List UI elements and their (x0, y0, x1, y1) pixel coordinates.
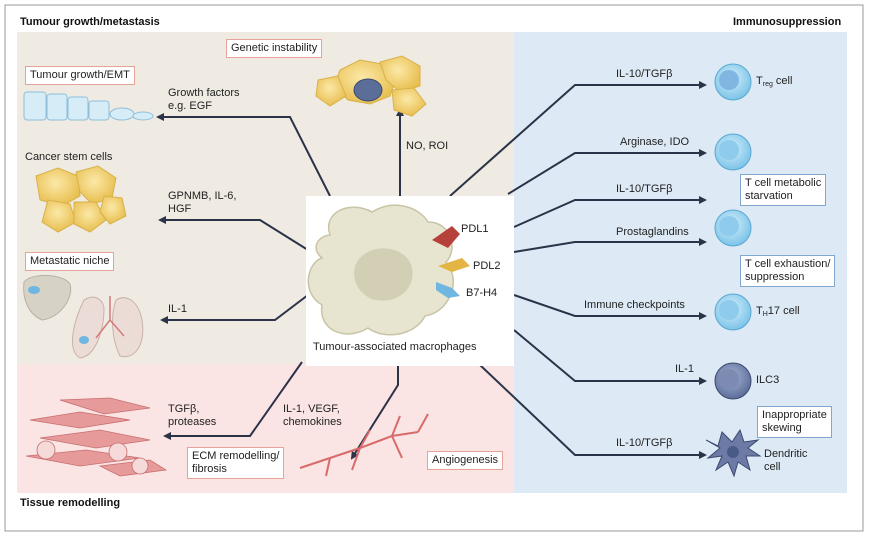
arrow-prostaglandins (513, 238, 707, 253)
treg-tail: cell (772, 75, 793, 87)
il10-label-2: IL-10/TGFβ (616, 183, 673, 195)
blood-vessels (299, 413, 429, 477)
t-cell-exhaustion (714, 209, 752, 247)
genetic-instability-label: Genetic instability (226, 39, 323, 58)
th17-main: T (756, 305, 763, 317)
th17-cell (714, 293, 752, 331)
pdl2-label: PDL2 (473, 260, 501, 272)
texh-label-1: T cell exhaustion/ (745, 258, 831, 270)
pdl2-receptor (438, 258, 470, 272)
cancer-stem-cells-cluster (35, 165, 127, 233)
il10-label-3: IL-10/TGFβ (616, 437, 673, 449)
b7h4-label: B7-H4 (466, 287, 498, 299)
arrow-gpnmb (158, 216, 309, 251)
arrow-treg (449, 81, 707, 197)
treg-cell (714, 63, 752, 101)
pdl1-label: PDL1 (461, 223, 489, 235)
immune-checkpoints-label: Immune checkpoints (584, 299, 685, 311)
t-cell-metabolic (714, 133, 752, 171)
gpnmb-label-2: HGF (168, 203, 192, 215)
t-cell-exhaustion-box: T cell exhaustion/ suppression (740, 255, 836, 287)
ecm-label-1: ECM remodelling/ (192, 450, 280, 462)
arginase-label: Arginase, IDO (620, 136, 690, 148)
pdl1-receptor (432, 226, 460, 248)
skew-label-2: skewing (762, 422, 802, 434)
arrow-il10-2 (513, 196, 707, 228)
texh-label-2: suppression (745, 271, 805, 283)
macrophage-nucleus (354, 248, 413, 301)
arrow-tgfb (163, 361, 303, 440)
b7h4-receptor (436, 282, 460, 298)
no-roi-label: NO, ROI (406, 140, 449, 152)
gpnmb-label-1: GPNMB, IL-6, (168, 190, 237, 202)
arrow-checkpoints (513, 294, 707, 320)
arrows (156, 81, 707, 460)
th17-sub: H (762, 311, 768, 318)
angiogenesis-label: Angiogenesis (427, 451, 504, 470)
ecm-remodelling-label: ECM remodelling/ fibrosis (187, 447, 285, 479)
skew-label-1: Inappropriate (762, 409, 827, 421)
inappropriate-skewing-box: Inappropriate skewing (757, 406, 832, 438)
growth-factors-label-1: Growth factors (168, 87, 240, 99)
t-cell-metabolic-box: T cell metabolic starvation (740, 174, 827, 206)
metastatic-niche-label: Metastatic niche (25, 252, 115, 271)
dendritic-label-2: cell (764, 461, 781, 473)
arrow-arginase (507, 149, 707, 195)
cancer-stem-cells-label: Cancer stem cells (25, 151, 113, 163)
arrow-il1-right (513, 329, 707, 385)
dendritic-label-1: Dendritic (764, 448, 808, 460)
tumour-cluster-genetic (315, 55, 427, 117)
section-immuno-title: Immunosuppression (733, 16, 842, 28)
fibroblast-cells (25, 397, 168, 477)
arrow-il1-left (160, 294, 309, 324)
growth-factors-label-2: e.g. EGF (168, 100, 213, 112)
arrow-growth-factors (156, 113, 331, 197)
arrow-dendritic (479, 364, 707, 459)
tgfb-label-1: TGFβ, (168, 403, 200, 415)
dendritic-cell (705, 428, 762, 478)
il1-vegf-label-1: IL-1, VEGF, (283, 403, 340, 415)
section-tumour-title: Tumour growth/metastasis (20, 16, 160, 28)
il1-left-label: IL-1 (168, 303, 187, 315)
il1-vegf-label-2: chemokines (283, 416, 342, 428)
section-tissue-title: Tissue remodelling (20, 497, 121, 509)
treg-sub: reg (762, 81, 773, 88)
ecm-label-2: fibrosis (192, 463, 227, 475)
tgfb-label-2: proteases (168, 416, 217, 428)
ilc3-label: ILC3 (756, 374, 780, 386)
tmeta-label-1: T cell metabolic (745, 177, 822, 189)
th17-label: TH17 cell (756, 305, 800, 321)
tmeta-label-2: starvation (745, 190, 793, 202)
epithelial-cells (23, 91, 154, 121)
tumour-growth-emt-label: Tumour growth/EMT (25, 66, 135, 85)
il10-label-1: IL-10/TGFβ (616, 68, 673, 80)
prostaglandins-label: Prostaglandins (616, 226, 689, 238)
th17-tail: 17 cell (767, 305, 800, 317)
macrophage-caption: Tumour-associated macrophages (313, 341, 477, 353)
treg-main: T (756, 75, 763, 87)
il1-right-label: IL-1 (675, 363, 694, 375)
treg-label: Treg cell (756, 75, 792, 91)
ilc3-cell (714, 362, 752, 400)
liver-lungs-illustration (23, 275, 144, 359)
